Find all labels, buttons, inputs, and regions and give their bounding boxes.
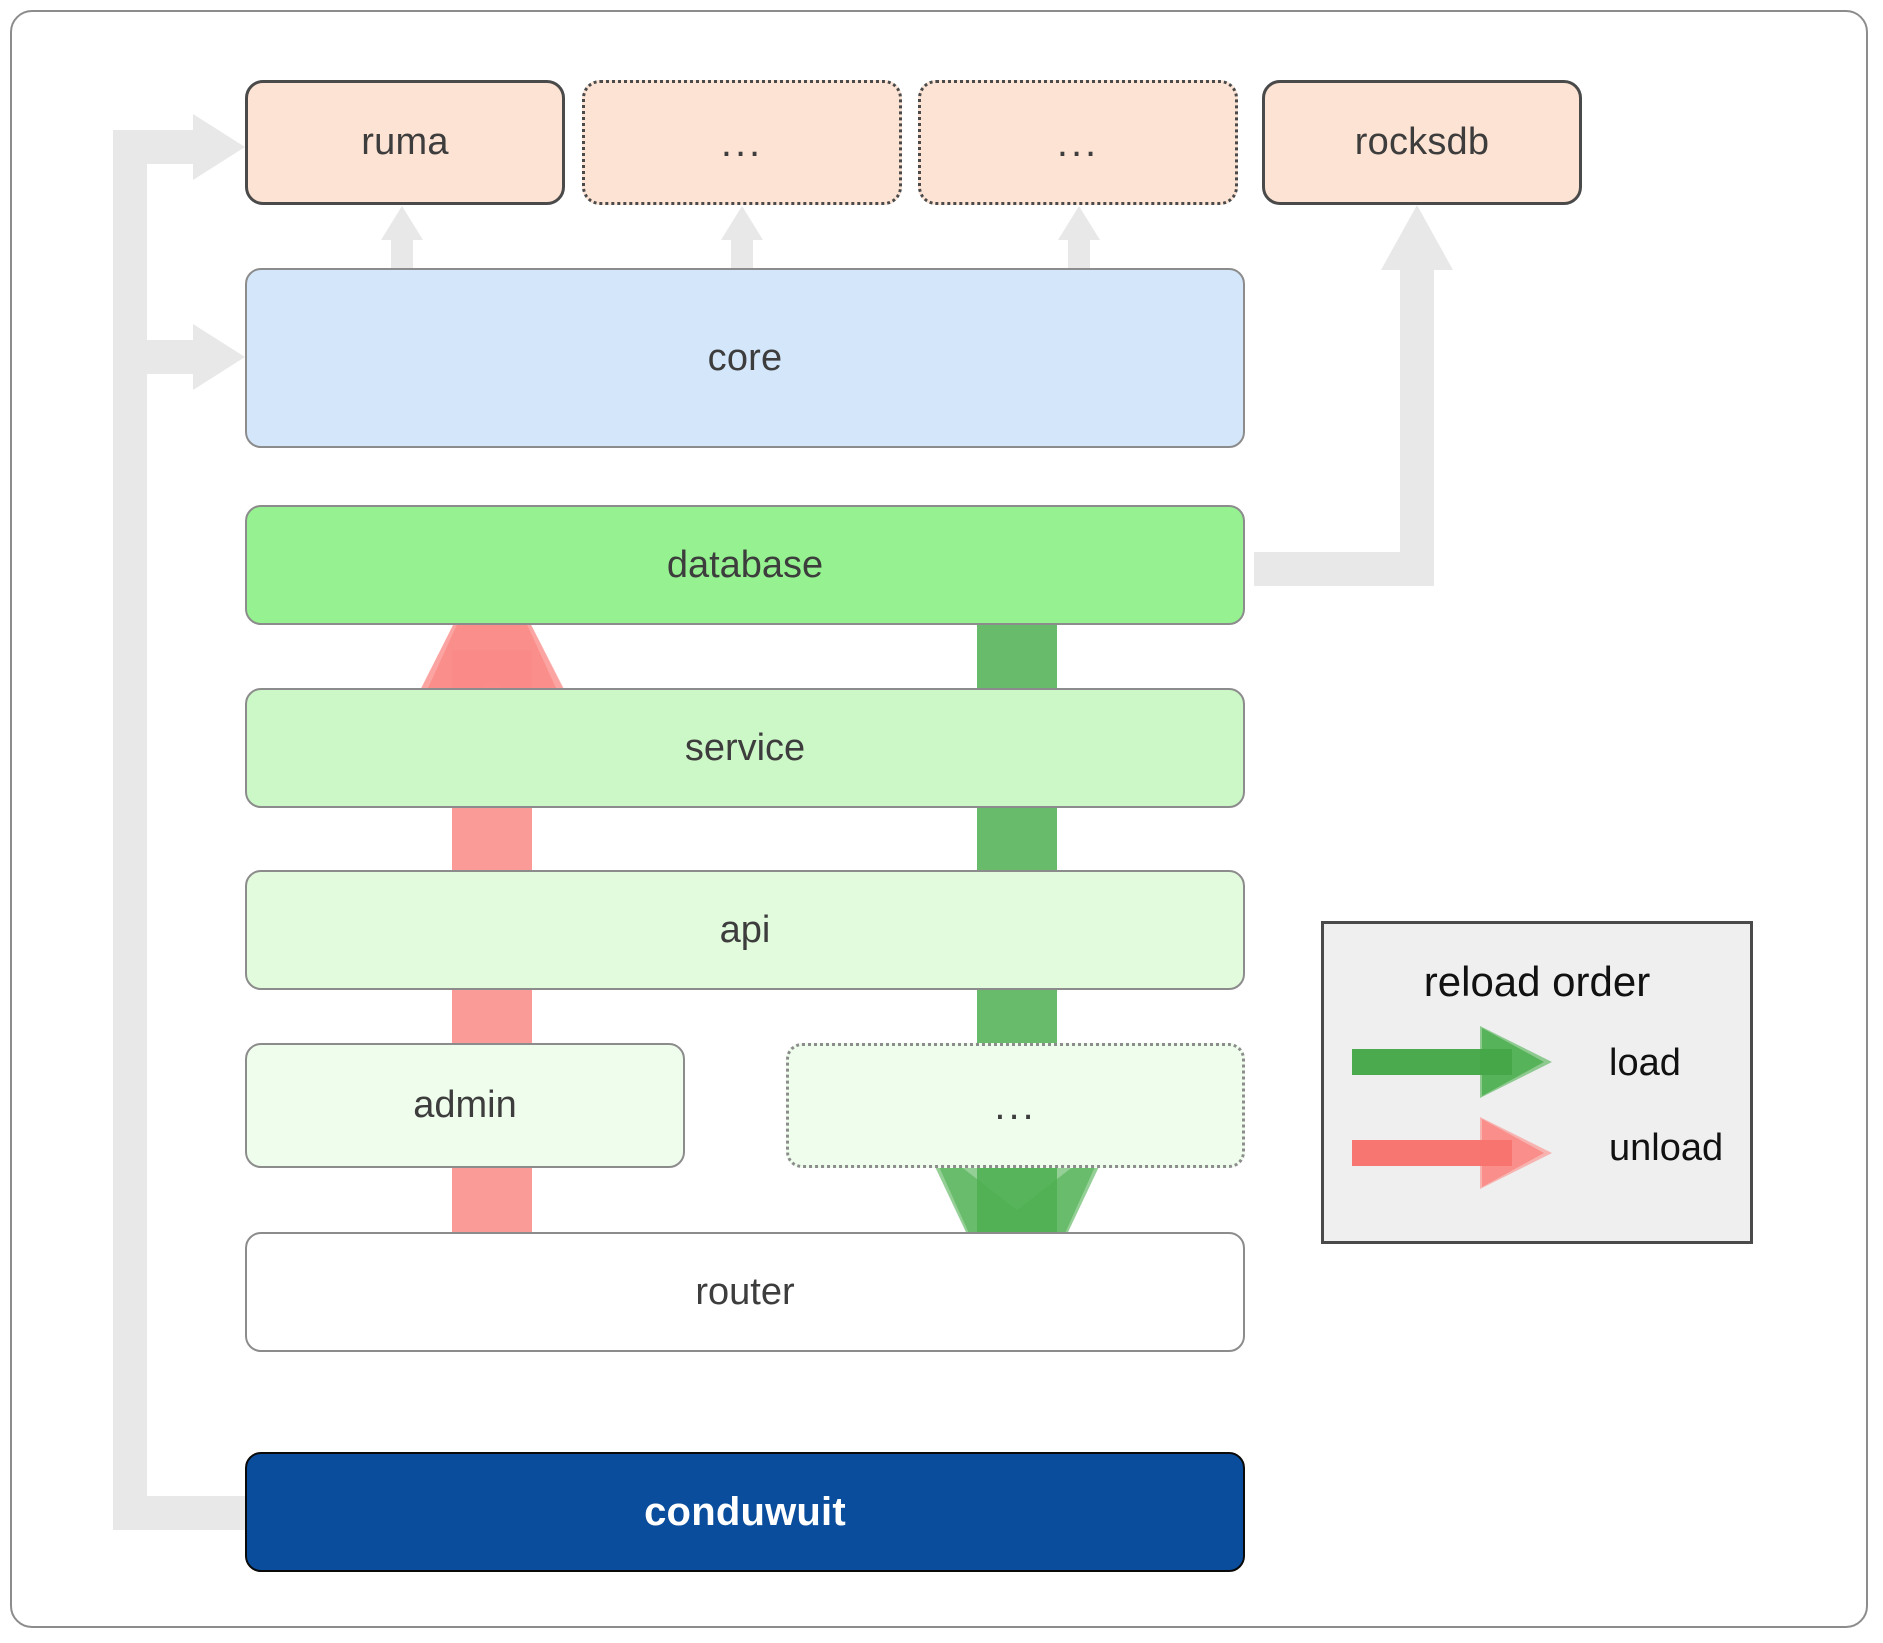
- node-core[interactable]: core: [245, 268, 1245, 448]
- legend-title: reload order: [1423, 958, 1651, 1005]
- legend-label-unload: unload: [1609, 1127, 1724, 1169]
- legend-unload-arrow-icon: [1352, 1117, 1552, 1189]
- node-ellipsis-2-label: ...: [1056, 120, 1100, 165]
- node-admin[interactable]: [245, 1043, 685, 1168]
- node-ruma-label: ruma: [361, 121, 449, 163]
- node-rocksdb[interactable]: rocksdb: [1262, 80, 1582, 205]
- node-ellipsis-1-label: ...: [720, 120, 764, 165]
- node-ellipsis-1[interactable]: ...: [582, 80, 902, 205]
- node-database[interactable]: [245, 505, 1245, 625]
- node-router[interactable]: [245, 1232, 1245, 1352]
- node-api[interactable]: [245, 870, 1245, 990]
- legend-label-load: load: [1609, 1042, 1681, 1084]
- legend-panel: reload order load unload: [1321, 921, 1753, 1244]
- node-conduwuit-label: conduwuit: [644, 1489, 846, 1534]
- node-conduwuit[interactable]: conduwuit: [245, 1452, 1245, 1572]
- node-service[interactable]: [245, 688, 1245, 808]
- node-layer-ellipsis[interactable]: [786, 1043, 1245, 1168]
- node-ellipsis-2[interactable]: ...: [918, 80, 1238, 205]
- legend-load-arrow-icon: [1352, 1026, 1552, 1098]
- diagram-frame: [10, 10, 1868, 1628]
- node-ruma[interactable]: ruma: [245, 80, 565, 205]
- node-rocksdb-label: rocksdb: [1354, 121, 1490, 163]
- node-core-label: core: [707, 336, 783, 379]
- legend-arrows: [1352, 1026, 1552, 1189]
